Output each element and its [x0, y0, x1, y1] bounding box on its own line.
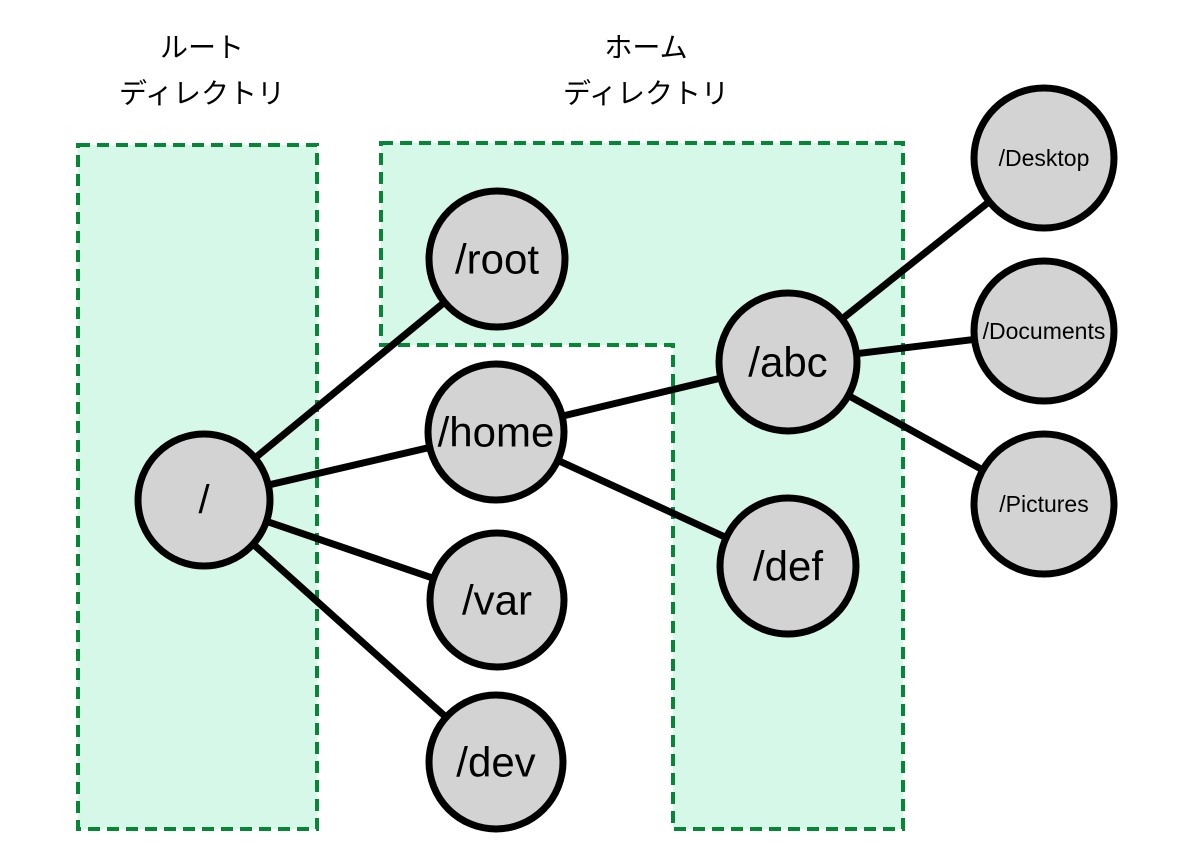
root-directory-caption-line2: ディレクトリ [119, 78, 285, 109]
node-abc-label: /abc [748, 339, 827, 386]
node-fs-root-circle [134, 430, 274, 570]
root-directory-caption-line1: ルート [160, 32, 244, 63]
node-def-label: /def [753, 543, 823, 590]
home-directory-caption-line1: ホーム [604, 32, 687, 63]
node-var-circle [426, 529, 568, 671]
node-documents-circle [970, 257, 1118, 405]
node-home-circle [424, 360, 568, 504]
node-documents-label: /Documents [983, 318, 1106, 344]
node-root-label: /root [455, 236, 539, 283]
root-directory-caption: ルート ディレクトリ [119, 32, 285, 109]
node-pictures-circle [970, 430, 1118, 578]
home-directory-caption-line2: ディレクトリ [563, 78, 729, 109]
node-root-circle [425, 187, 569, 331]
node-dev: /dev [425, 691, 567, 833]
node-pictures-label: /Pictures [999, 491, 1088, 517]
node-documents: /Documents [970, 257, 1118, 405]
node-abc: /abc [715, 289, 861, 435]
node-def-circle [716, 494, 860, 638]
node-desktop: /Desktop [970, 84, 1118, 232]
node-dev-label: /dev [456, 739, 535, 786]
node-pictures: /Pictures [970, 430, 1118, 578]
node-def: /def [716, 494, 860, 638]
node-home: /home [424, 360, 568, 504]
node-root: /root [425, 187, 569, 331]
node-home-label: /home [438, 409, 555, 456]
node-dev-circle [425, 691, 567, 833]
node-var-label: /var [462, 577, 532, 624]
node-desktop-label: /Desktop [999, 145, 1090, 171]
node-desktop-circle [970, 84, 1118, 232]
node-var: /var [426, 529, 568, 671]
node-fs-root: / [134, 430, 274, 570]
node-abc-circle [715, 289, 861, 435]
node-fs-root-label: / [198, 478, 210, 522]
home-directory-caption: ホーム ディレクトリ [563, 32, 729, 109]
